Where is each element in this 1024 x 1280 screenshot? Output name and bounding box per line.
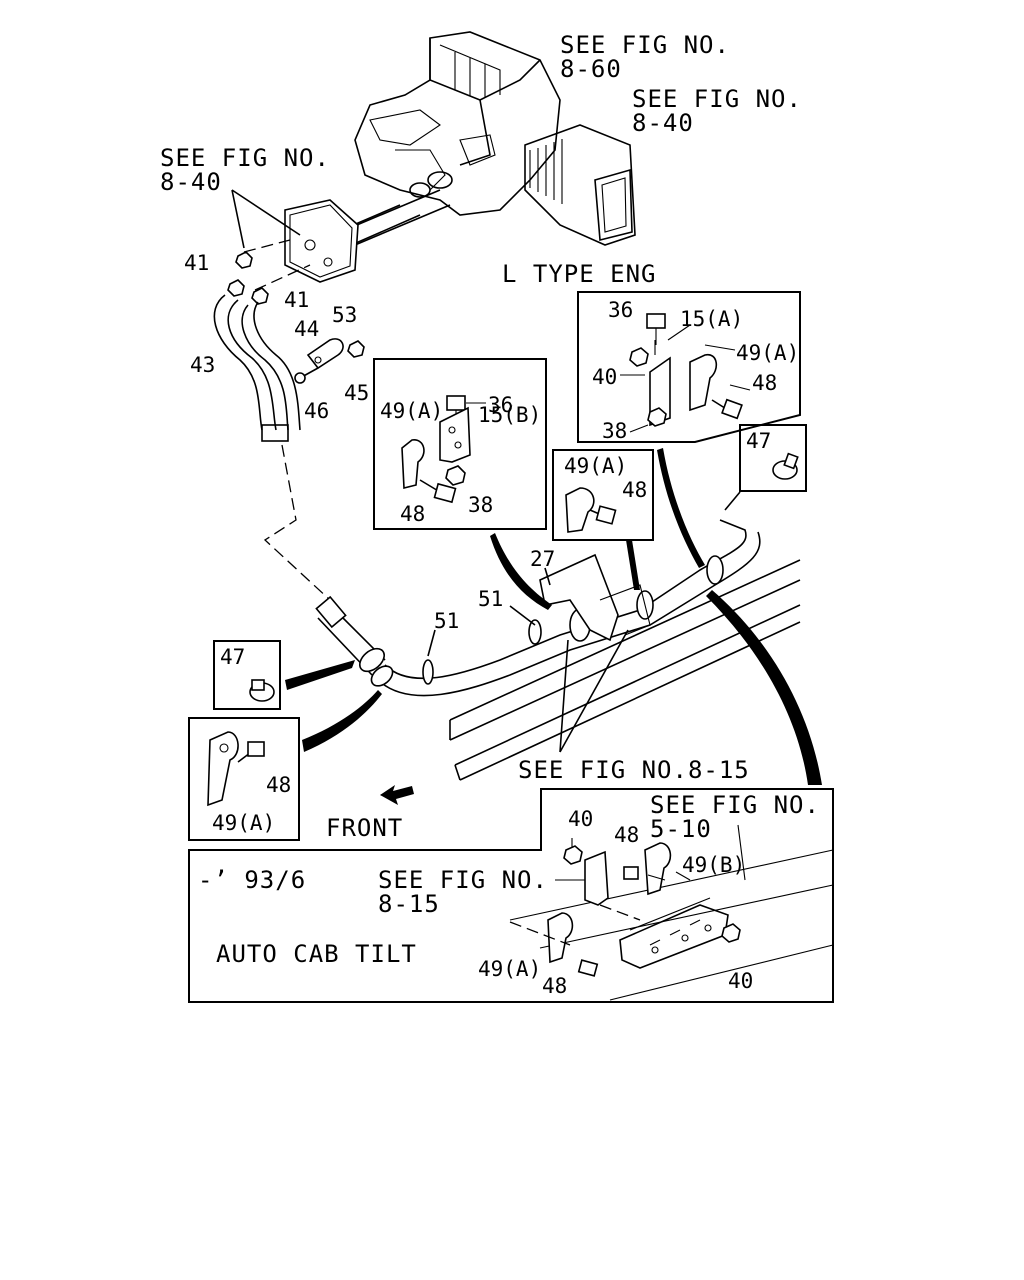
bolt-48-inset-top xyxy=(623,866,639,880)
part-47-left: 47 xyxy=(220,645,245,669)
part-41-upper: 41 xyxy=(184,251,209,275)
nut-40-ltype xyxy=(629,347,649,367)
part-41-right: 41 xyxy=(284,288,309,312)
ref-fig-5-10-line1: SEE FIG NO. xyxy=(650,791,820,819)
clip-49a-ltype xyxy=(689,353,718,412)
ref-fig-8-60-line1: SEE FIG NO. xyxy=(560,31,730,59)
part-51-left: 51 xyxy=(434,609,459,633)
clip-49b-inset xyxy=(644,842,672,896)
part-15a: 15(A) xyxy=(680,307,743,331)
part-40-ltype: 40 xyxy=(592,365,617,389)
l-type-eng-box xyxy=(577,291,801,443)
clip-49a-box xyxy=(565,487,595,533)
screw-46 xyxy=(294,367,319,384)
date-code-label: -’ 93/6 xyxy=(198,866,306,894)
clamp-49a-box xyxy=(552,449,654,541)
front-arrow xyxy=(380,785,414,805)
part-49b-inset: 49(B) xyxy=(682,853,745,877)
callout-arrow-49a-box xyxy=(626,540,640,590)
part-48-left: 48 xyxy=(266,773,291,797)
bolt-36-ltype xyxy=(646,313,666,345)
part-49a-center: 49(A) xyxy=(380,399,443,423)
clamp-49a-box-left xyxy=(188,717,300,841)
bolt-48-left xyxy=(237,741,265,763)
part-48-inset-top: 48 xyxy=(614,823,639,847)
part-49a-ltype: 49(A) xyxy=(736,341,799,365)
clip-49a-left xyxy=(207,731,239,807)
part-15b: 15(B) xyxy=(478,403,541,427)
part-36-ltype: 36 xyxy=(608,298,633,322)
part-40-inset-bottom: 40 xyxy=(728,969,753,993)
frame-rail xyxy=(449,559,801,781)
bolt-48-box xyxy=(589,505,617,525)
nut-40-inset-top xyxy=(563,845,583,865)
hose-clamp-47-box-right xyxy=(739,424,807,492)
callout-arrow-center-box xyxy=(490,533,552,610)
callout-arrow-47-left xyxy=(285,660,355,690)
part-46: 46 xyxy=(304,399,329,423)
hoses-43-44 xyxy=(213,294,331,601)
ref-fig-8-60-line2: 8-60 xyxy=(560,55,622,83)
nut-41-right xyxy=(251,287,269,305)
nut-53 xyxy=(347,340,365,358)
part-38-center: 38 xyxy=(468,493,493,517)
water-valve-box xyxy=(284,199,359,283)
part-48-box: 48 xyxy=(622,478,647,502)
callout-arrow-l-type xyxy=(657,448,705,568)
bracket-15a xyxy=(649,356,671,427)
ref-fig-8-15-center: SEE FIG NO.8-15 xyxy=(518,756,750,784)
bracket-inset xyxy=(584,850,609,906)
nut-41-upper xyxy=(235,251,253,269)
bracket-15b xyxy=(439,406,471,463)
nut-38-ltype xyxy=(647,407,667,427)
part-48-inset-bottom: 48 xyxy=(542,974,567,998)
ref-fig-8-15-inset-line2: 8-15 xyxy=(378,890,440,918)
bolt-48-inset-bottom xyxy=(577,959,599,977)
ref-fig-8-40-left-line1: SEE FIG NO. xyxy=(160,144,330,172)
auto-cab-tilt-label: AUTO CAB TILT xyxy=(216,940,417,968)
ref-fig-8-40-right-line2: 8-40 xyxy=(632,109,694,137)
part-40-inset-top: 40 xyxy=(568,807,593,831)
ref-fig-8-40-left-line2: 8-40 xyxy=(160,168,222,196)
part-51-right: 51 xyxy=(478,587,503,611)
clip-49a-inset xyxy=(547,912,574,964)
part-53: 53 xyxy=(332,303,357,327)
part-36-center: 36 xyxy=(488,393,513,417)
bolt-48-ltype xyxy=(711,398,743,420)
part-48-center: 48 xyxy=(400,502,425,526)
hose-clamp-47-box-left xyxy=(213,640,281,710)
part-44: 44 xyxy=(294,317,319,341)
nut-40-inset-bottom xyxy=(721,923,741,943)
hose-clamp-47-right xyxy=(772,452,799,480)
part-49a-left: 49(A) xyxy=(212,811,275,835)
callout-arrow-49a-left xyxy=(302,690,382,752)
part-45: 45 xyxy=(344,381,369,405)
part-38-ltype: 38 xyxy=(602,419,627,443)
part-43: 43 xyxy=(190,353,215,377)
callout-arrow-inset xyxy=(706,590,822,785)
ref-fig-8-15-inset-line1: SEE FIG NO. xyxy=(378,866,548,894)
ref-fig-8-40-right-line1: SEE FIG NO. xyxy=(632,85,802,113)
front-label: FRONT xyxy=(326,814,403,842)
part-49a-box: 49(A) xyxy=(564,454,627,478)
clip-49a-center xyxy=(401,439,425,490)
hose-clamp-47-left xyxy=(249,679,275,702)
part-48-ltype: 48 xyxy=(752,371,777,395)
nut-38-center xyxy=(445,465,466,486)
part-27: 27 xyxy=(530,547,555,571)
nut-41-mid xyxy=(227,279,245,297)
part-47-right: 47 xyxy=(746,429,771,453)
ref-fig-5-10-line2: 5-10 xyxy=(650,815,712,843)
part-49a-inset: 49(A) xyxy=(478,957,541,981)
clip-45 xyxy=(306,338,344,370)
l-type-eng-label: L TYPE ENG xyxy=(502,260,657,288)
auto-cab-tilt-inset xyxy=(188,788,834,1003)
center-clamp-box xyxy=(373,358,547,530)
heater-unit xyxy=(329,31,636,251)
bolt-48-center xyxy=(419,479,457,504)
